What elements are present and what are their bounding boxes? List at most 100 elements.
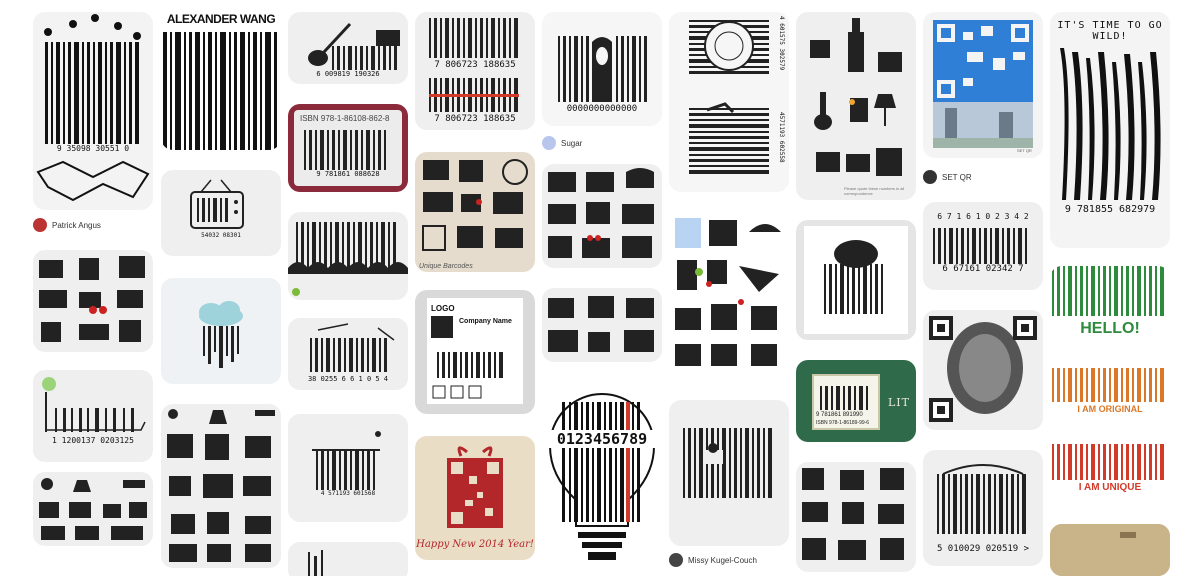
pin-piano-barcode[interactable] xyxy=(669,400,789,546)
pin-lightbulb-number-barcode[interactable]: 0123456789 xyxy=(542,386,662,566)
attribution-name: SET QR xyxy=(942,172,972,182)
card-company-name: Company Name xyxy=(459,318,512,325)
pin-einstein-qr[interactable] xyxy=(923,310,1043,430)
barcode-digits: 9 35098 30551 0 xyxy=(33,144,153,153)
pin-barcode-collection-wine[interactable] xyxy=(796,462,916,572)
pin-qr-city[interactable]: SET QR xyxy=(923,12,1043,158)
isbn-label: ISBN 978-1-86108-862-8 xyxy=(300,114,390,123)
unique-barcodes-art xyxy=(422,159,528,251)
legs-barcode-art xyxy=(933,228,1027,264)
lightbulb-number-art xyxy=(548,392,656,560)
pin-microphone-barcode[interactable]: 9 35098 30551 0 xyxy=(33,12,153,210)
hello-label: HELLO! xyxy=(1080,320,1140,337)
pin-guitar-barcode[interactable]: 6 009819 190326 xyxy=(288,12,408,84)
pin-barcode-collection-objects[interactable] xyxy=(33,472,153,546)
attribution-name: Missy Kugel-Couch xyxy=(688,555,757,565)
lit-barcode-art xyxy=(820,386,868,410)
pin-barcode-collection-buildings[interactable] xyxy=(542,164,662,268)
pin-lightbulb-barcode[interactable]: 1 1200137 0203125 xyxy=(33,370,153,462)
wine-barcode-art xyxy=(802,468,904,560)
qr-watermark: SET QR xyxy=(1017,148,1032,153)
alexander-wang-barcode xyxy=(163,32,277,150)
barcode-digits-bottom: 7 806723 188635 xyxy=(434,114,516,124)
barcode-digits: 4 571193 601568 xyxy=(320,490,376,497)
avatar xyxy=(33,218,47,232)
microphone-barcode-art xyxy=(36,14,150,202)
book-label xyxy=(812,374,880,430)
double-barcode-art xyxy=(429,18,519,112)
barcode-digits: 54032 08301 xyxy=(201,232,241,239)
barcode-digits-top: 6 7 1 6 1 0 2 3 4 2 xyxy=(937,212,1029,221)
pin-attribution-setqr[interactable]: SET QR xyxy=(923,168,972,186)
buildings-barcode-art xyxy=(548,168,654,258)
pin-isbn-book-barcode[interactable]: ISBN 978-1-86108-862-8 9 781861 088628 xyxy=(288,104,408,192)
sheet-caption: Unique Barcodes xyxy=(419,263,473,270)
lightbulb-barcode-art xyxy=(42,377,146,432)
pin-barcode-collection-bottles[interactable]: Please quote these numbers in all corres… xyxy=(796,12,916,200)
scream-barcode-art xyxy=(558,36,647,102)
grass-barcode-art xyxy=(308,550,323,576)
pin-business-card-barcode[interactable]: LOGO Company Name xyxy=(415,290,535,414)
brand-title: ALEXANDER WANG xyxy=(161,12,281,26)
pin-fence-barcode[interactable]: 4 571193 601568 xyxy=(288,414,408,522)
barcode-digits: 1 1200137 0203125 xyxy=(52,436,134,445)
pin-crowd-barcode[interactable] xyxy=(288,212,408,300)
pin-barcode-collection-pots[interactable] xyxy=(669,212,789,386)
pin-barcode-collection-lamps[interactable] xyxy=(161,404,281,568)
barcode-digits-top: 7 806723 188635 xyxy=(434,60,516,70)
pin-barcode-collection-city[interactable] xyxy=(33,250,153,352)
barcode-digits-vertical-lower: 4571193 602558 xyxy=(778,112,785,163)
pin-alexander-wang[interactable]: ALEXANDER WANG xyxy=(161,12,281,150)
qr-city-art xyxy=(933,20,1033,148)
pin-legs-barcode[interactable]: 6 7 1 6 1 0 2 3 4 2 6 67161 02342 7 xyxy=(923,202,1043,290)
barcode-digits-vertical: 4 601575 302579 xyxy=(778,16,785,71)
pin-cloud-rain-barcode[interactable] xyxy=(161,278,281,384)
avatar xyxy=(669,553,683,567)
attribution-name: Patrick Angus xyxy=(52,220,101,230)
pin-gate-barcode[interactable]: 5 010029 020519 > xyxy=(923,450,1043,566)
pin-grass-barcode[interactable] xyxy=(288,542,408,576)
pin-barcode-collection-animals[interactable] xyxy=(542,288,662,362)
pin-unique-barcodes-sheet[interactable]: Unique Barcodes xyxy=(415,152,535,272)
pin-scream-barcode[interactable]: 0000000000000 xyxy=(542,12,662,126)
animals-barcode-art xyxy=(548,296,654,352)
barcode-digits: 9 781855 682979 xyxy=(1064,204,1156,215)
pin-zebra-barcode[interactable]: IT'S TIME TO GO WILD! 9 781855 682979 xyxy=(1050,12,1170,248)
pin-tv-barcode[interactable]: 54032 08301 xyxy=(161,170,281,256)
number-overlay: 0123456789 xyxy=(542,430,662,448)
lit-brand: LIT xyxy=(888,396,910,409)
colored-barcodes-art xyxy=(1052,266,1164,480)
barcode-digits: 0000000000000 xyxy=(566,104,638,114)
barcode-objects-art xyxy=(39,478,147,540)
attribution-name: Sugar xyxy=(561,138,583,148)
unique-label: I AM UNIQUE xyxy=(1078,482,1142,493)
tv-barcode-art xyxy=(190,179,244,229)
barcode-digits: 9 781861 891990 xyxy=(816,412,863,418)
pin-fishing-barcode[interactable]: 38 0255 6 6 1 0 5 4 xyxy=(288,318,408,390)
pin-tree-barcode[interactable] xyxy=(796,220,916,340)
barcode-digits: 38 0255 6 6 1 0 5 4 xyxy=(307,375,389,383)
avatar xyxy=(923,170,937,184)
barcode-digits: 9 781861 088628 xyxy=(316,170,380,178)
pin-double-barcode[interactable]: 7 806723 188635 7 806723 188635 xyxy=(415,12,535,130)
pin-attribution-sugar[interactable]: Sugar xyxy=(542,134,582,152)
pin-hello-original-unique[interactable]: HELLO! I AM ORIGINAL I AM UNIQUE xyxy=(1050,266,1170,504)
lamps-barcode-art xyxy=(167,409,275,562)
pin-lit-book-barcode[interactable]: 9 781861 891990 ISBN 978-1-86189-99-6 LI… xyxy=(796,360,916,442)
card-logo-text: LOGO xyxy=(431,304,455,313)
pin-new-year-qr-gift[interactable]: Happy New 2014 Year! xyxy=(415,436,535,560)
pin-kraft-paper[interactable] xyxy=(1050,524,1170,576)
crowd-barcode-art xyxy=(288,222,408,296)
tree-barcode-art xyxy=(824,240,883,314)
barcode-digits: 6 009819 190326 xyxy=(316,70,380,78)
original-label: I AM ORIGINAL xyxy=(1077,404,1143,414)
fence-barcode-art xyxy=(312,431,381,490)
zebra-barcode-art xyxy=(1060,48,1161,200)
pin-attribution-patrick[interactable]: Patrick Angus xyxy=(33,216,101,234)
barcode-digits: 5 010029 020519 > xyxy=(936,544,1030,554)
gate-barcode-art xyxy=(937,464,1026,534)
book-barcode-art xyxy=(304,130,386,170)
pin-attribution-missy[interactable]: Missy Kugel-Couch xyxy=(669,551,757,569)
pin-plate-barcode[interactable]: 4 601575 302579 4571193 602558 xyxy=(669,12,789,192)
isbn-label: ISBN 978-1-86189-99-6 xyxy=(816,420,870,426)
